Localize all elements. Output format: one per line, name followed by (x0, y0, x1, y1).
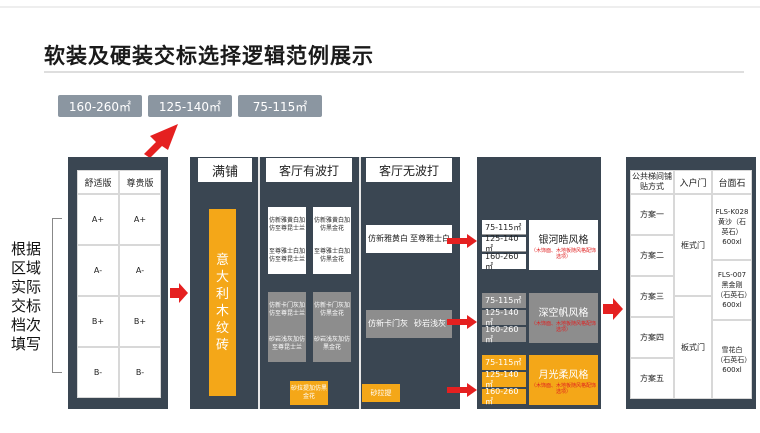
grade-cell: B- (77, 347, 119, 398)
grade-cell: B+ (119, 296, 161, 347)
style-range: 75-115㎡ (482, 220, 526, 235)
scheme-cell: 方案二 (630, 235, 674, 276)
right-arrow-icon (603, 298, 623, 320)
public-header: 入户门 (674, 170, 712, 194)
wood-tile-strip: 意大利 木纹砖 (209, 209, 236, 396)
style-name-box: 月光柔风格 （木饰面、木地板随风格配饰选项） (529, 355, 598, 405)
wave-option-yellow: 砂拉提加仿黑金花 (290, 381, 328, 405)
style-range: 160-260㎡ (482, 252, 526, 271)
wave-option: 至尊雅士白加仿至尊昆士兰 (268, 238, 306, 274)
grade-cell: A- (119, 245, 161, 296)
wave-option: 砂岩浅灰加仿至尊昆士兰 (268, 326, 306, 362)
grade-cell: A+ (119, 194, 161, 245)
style-range: 125-140㎡ (482, 370, 526, 389)
grade-cell: B- (119, 347, 161, 398)
grade-cell: A+ (77, 194, 119, 245)
style-group-shenkong: 75-115㎡ 125-140㎡ 160-260㎡ 深空帆风格 （木饰面、木地板… (482, 293, 598, 344)
right-arrow-icon (447, 315, 477, 329)
grade-cell: A- (77, 245, 119, 296)
left-side-label: 根据区域实际 交标档次填写 (10, 240, 41, 353)
floor-header: 满铺 (198, 158, 252, 182)
tier-badge: 75-115㎡ (238, 95, 322, 117)
nowave-option-yellow: 砂拉提 (362, 384, 400, 402)
tier-badge: 125-140㎡ (148, 95, 232, 117)
grade-header: 舒适版 (77, 170, 119, 194)
nowave-option: 仿新雅黄白 (366, 225, 410, 253)
wave-option: 仿新卡门灰加仿至尊昆士兰 (268, 292, 306, 328)
scheme-cell: 方案五 (630, 358, 674, 399)
stone-cell: 雪花白（石英石）600xl (712, 320, 752, 399)
wave-option: 仿新卡门灰加仿黑金花 (313, 292, 351, 328)
floor-header: 客厅有波打 (266, 158, 352, 182)
nowave-option: 至尊雅士白 (408, 225, 452, 253)
top-divider (0, 6, 760, 8)
right-arrow-icon (447, 383, 477, 397)
style-range: 125-140㎡ (482, 234, 526, 253)
column-divider (359, 157, 361, 409)
stone-cell: FLS-007黑金刚（石英石）600xl (712, 260, 752, 320)
scheme-cell: 方案一 (630, 194, 674, 235)
scheme-cell: 方案四 (630, 317, 674, 358)
style-name-box: 银河晧风格 （木饰面、木地板随风格配饰选项） (529, 220, 598, 270)
style-range: 75-115㎡ (482, 355, 526, 370)
style-name-box: 深空帆风格 （木饰面、木地板随风格配饰选项） (529, 293, 598, 343)
door-cell: 框式门 (674, 194, 712, 296)
page-title: 软装及硬装交标选择逻辑范例展示 (44, 44, 374, 68)
scheme-cell: 方案三 (630, 276, 674, 317)
style-range: 160-260㎡ (482, 325, 526, 344)
wave-option: 仿新雅黄白加仿至尊昆士兰 (268, 207, 306, 243)
column-divider (258, 157, 260, 409)
stone-cell: FLS-K028黄沙（石英石）600xl (712, 194, 752, 260)
floor-header: 客厅无波打 (366, 158, 452, 182)
style-range: 75-115㎡ (482, 293, 526, 308)
grade-table: 舒适版 尊贵版 A+ A+ A- A- B+ B+ B- B- (77, 170, 161, 398)
grade-header: 尊贵版 (119, 170, 161, 194)
style-range: 125-140㎡ (482, 308, 526, 327)
public-header: 台面石 (712, 170, 752, 194)
right-arrow-icon (447, 234, 477, 248)
nowave-option: 仿新卡门灰 (366, 310, 410, 338)
tier-badge: 160-260㎡ (58, 95, 142, 117)
style-group-yueguang: 75-115㎡ 125-140㎡ 160-260㎡ 月光柔风格 （木饰面、木地板… (482, 355, 598, 406)
door-cell: 板式门 (674, 296, 712, 399)
grade-cell: B+ (77, 296, 119, 347)
public-table: 公共梯间铺贴方式 入户门 台面石 方案一 方案二 方案三 方案四 方案五 框式门… (630, 170, 752, 399)
public-header: 公共梯间铺贴方式 (630, 170, 674, 194)
left-bracket (52, 218, 62, 373)
wave-option: 砂岩浅灰加仿黑金花 (313, 326, 351, 362)
style-range: 160-260㎡ (482, 387, 526, 406)
red-diagonal-arrow-icon (144, 124, 178, 158)
right-arrow-icon (170, 283, 188, 303)
title-underline (44, 71, 744, 73)
nowave-option: 砂岩浅灰 (408, 310, 452, 338)
wave-option: 至尊雅士白加仿黑金花 (313, 238, 351, 274)
wave-option: 仿新雅黄白加仿黑金花 (313, 207, 351, 243)
style-group-yinhe: 75-115㎡ 125-140㎡ 160-260㎡ 银河晧风格 （木饰面、木地板… (482, 220, 598, 271)
